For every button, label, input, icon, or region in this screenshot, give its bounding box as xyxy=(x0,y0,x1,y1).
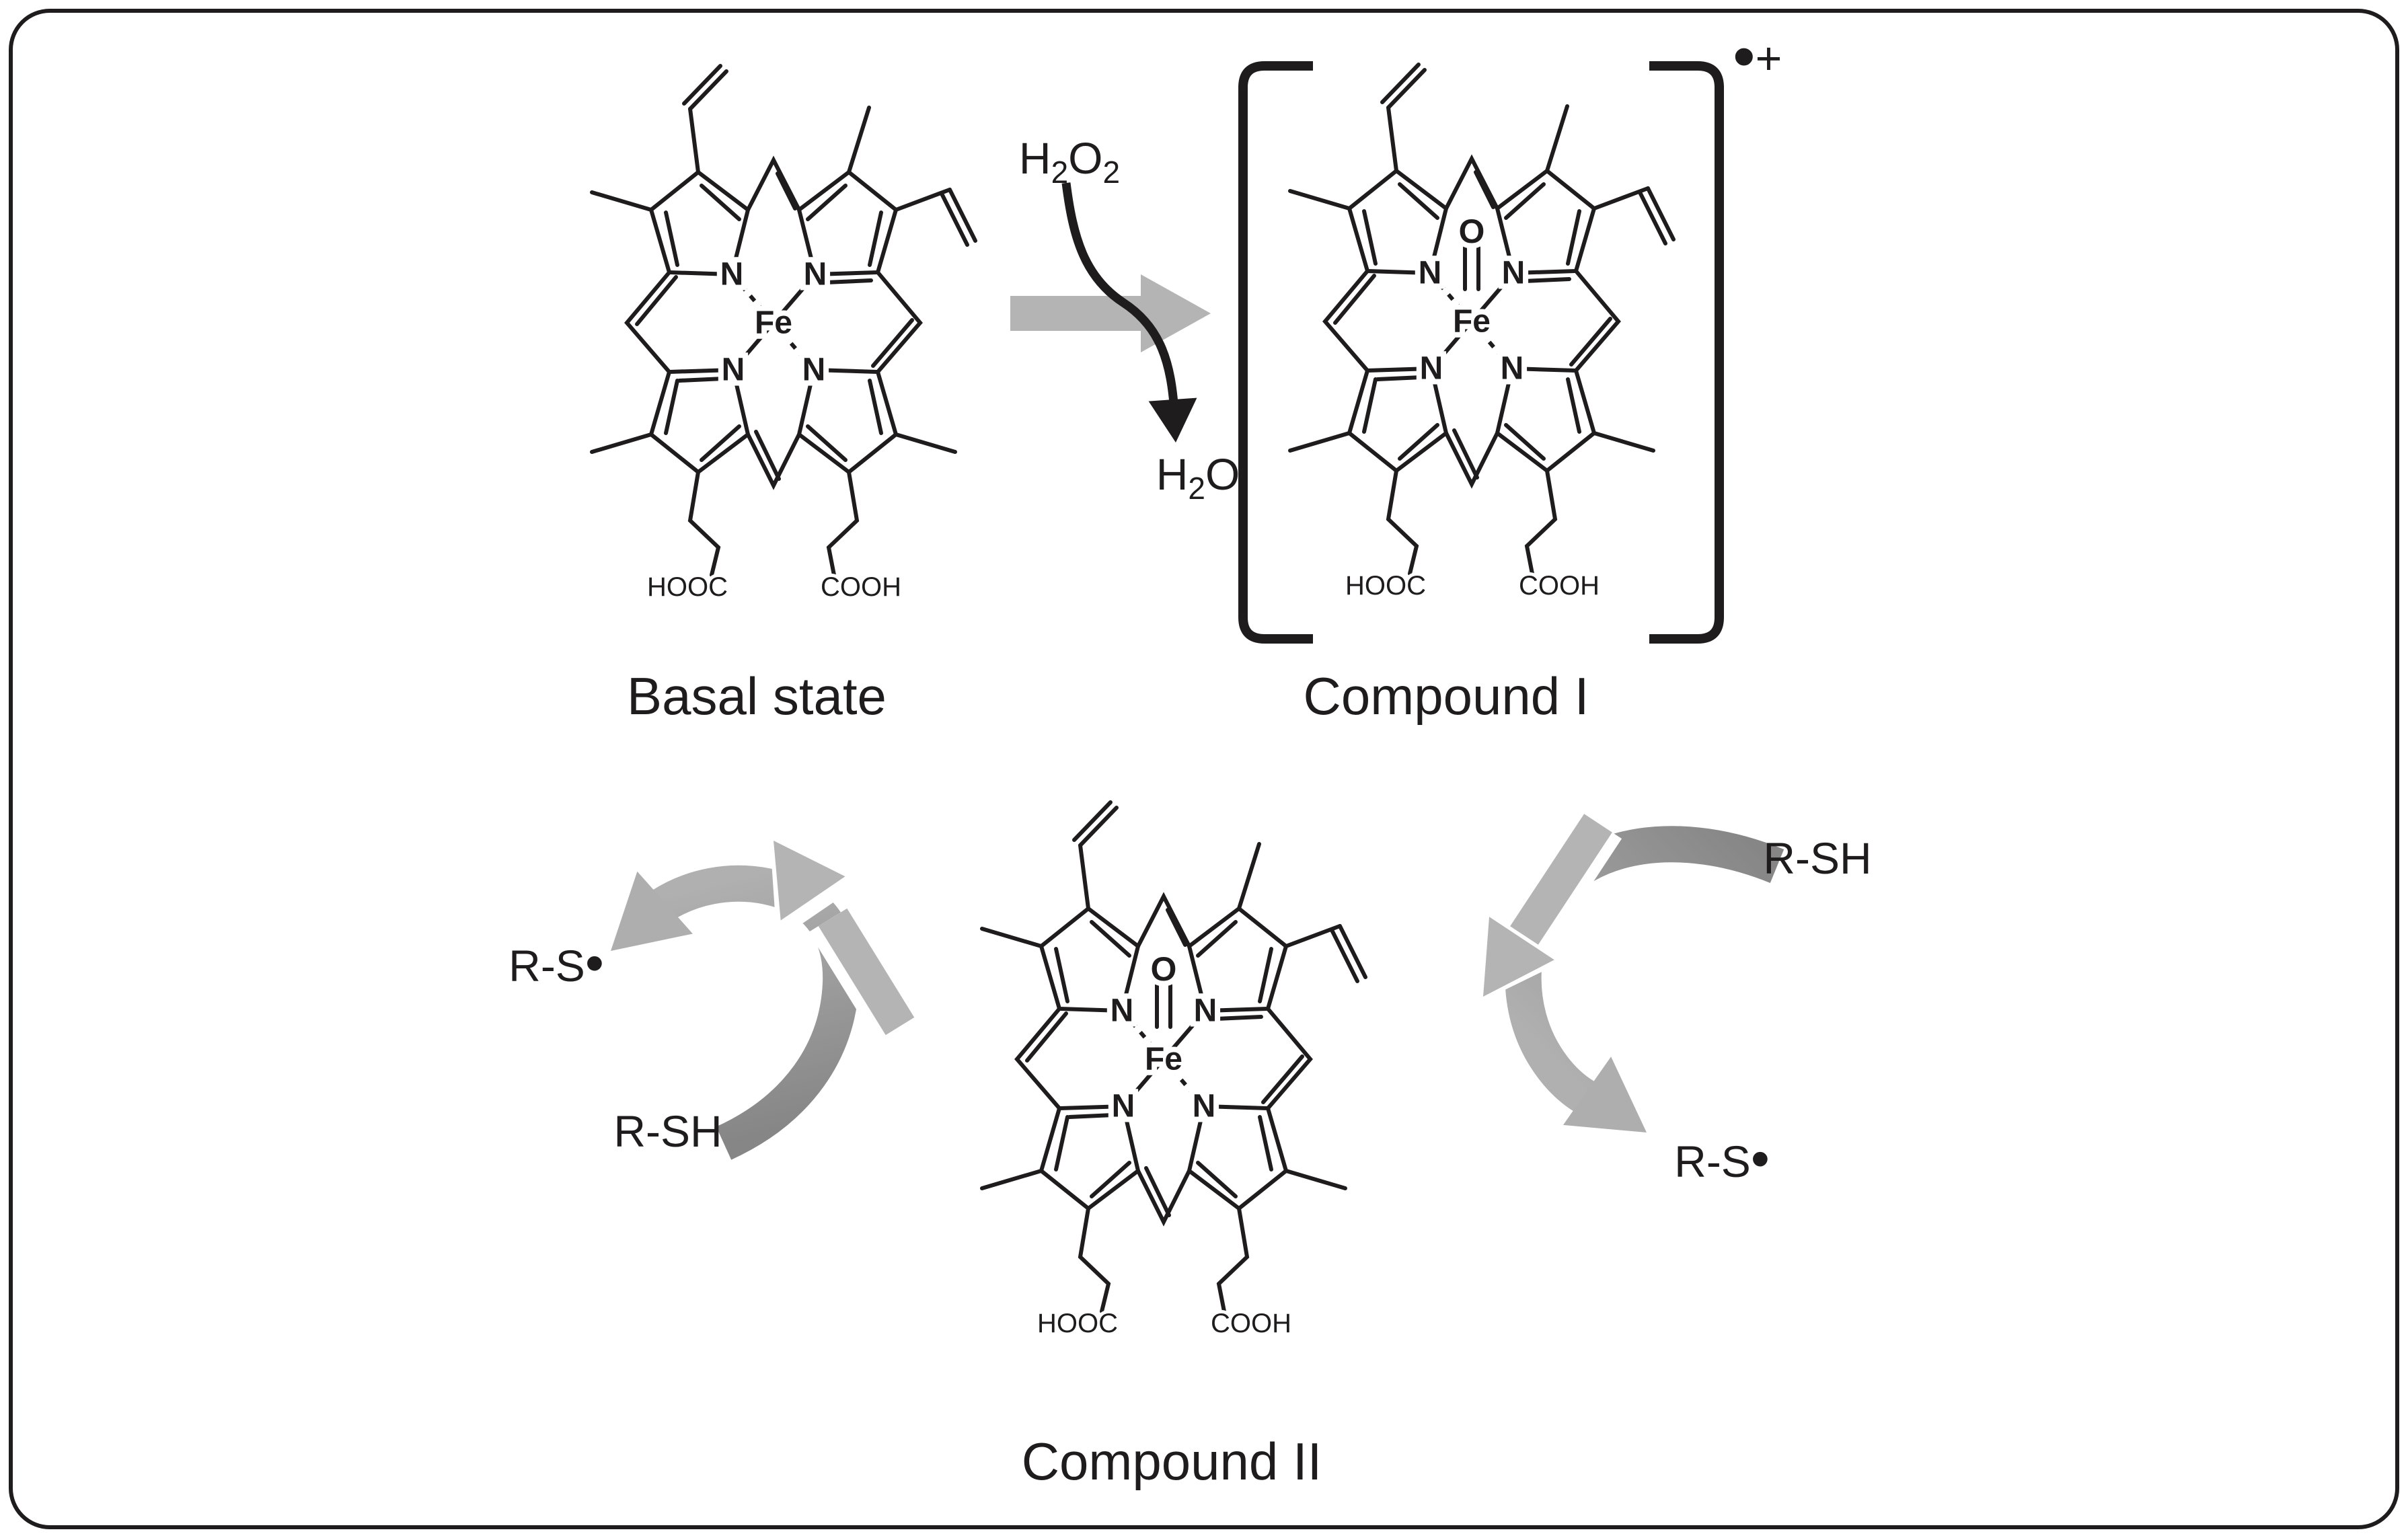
propionate-chains xyxy=(1078,1206,1250,1313)
fe-n-bonds xyxy=(730,273,817,371)
compound1-label: Compound I xyxy=(1304,666,1589,726)
meso-bridges xyxy=(624,155,923,490)
h2o2-label: H2O2 xyxy=(1019,133,1120,190)
nitrogen-atom-label: N xyxy=(804,257,827,293)
vinyl-group-right xyxy=(1592,186,1676,245)
methyl-groups xyxy=(980,842,1347,1190)
right-bracket xyxy=(1649,61,1724,644)
nitrogen-atom-label: N xyxy=(1502,256,1526,291)
heme-basal-state: N N N N Fe HOOC COOH xyxy=(590,64,977,605)
heme-layer: N N N N Fe HOOC COOH xyxy=(590,63,1676,1342)
curved-arrow-rsh-to-rs-left xyxy=(650,865,860,1160)
nitrogen-atom-label: N xyxy=(1193,1089,1216,1124)
heme-compound2: O N N N N Fe HOOC COOH xyxy=(980,800,1367,1342)
straight-arrowhead-compound2-to-basal xyxy=(774,841,845,921)
propionic-acid-label-left: HOOC xyxy=(1037,1309,1118,1338)
vinyl-group-top-left xyxy=(1072,800,1119,911)
vinyl-group-top-left xyxy=(682,64,728,174)
nitrogen-atom-label: N xyxy=(1501,351,1524,387)
propionic-acid-label-left: HOOC xyxy=(647,572,728,602)
propionate-chains xyxy=(1386,469,1558,576)
curved-arrowhead-left xyxy=(611,871,693,951)
oxo-group: O xyxy=(1454,207,1490,291)
left-thiol-reaction-arrows xyxy=(611,835,924,1160)
straight-arrowhead-compound1-to-compound2 xyxy=(1483,917,1554,997)
propionate-chains xyxy=(687,470,860,577)
oxygen-atom-label: O xyxy=(1459,213,1485,250)
propionic-acid-label-right: COOH xyxy=(821,572,901,602)
oxygen-atom-label: O xyxy=(1151,950,1177,988)
nitrogen-atom-label: N xyxy=(1111,993,1134,1029)
methyl-groups xyxy=(590,106,957,454)
oxo-group: O xyxy=(1145,945,1182,1029)
h2o-label: H2O xyxy=(1156,449,1240,506)
compound1-brackets: •+ xyxy=(1238,20,1782,644)
straight-arrow-compound2-to-basal xyxy=(818,908,915,1036)
double-bonds xyxy=(1333,170,1612,479)
gray-arrowhead-basal-to-compound1 xyxy=(1141,274,1211,352)
iron-atom-label: Fe xyxy=(1145,1042,1182,1077)
double-bonds xyxy=(635,171,914,481)
rs-radical-label-left: R-S• xyxy=(509,933,604,993)
vinyl-group-right xyxy=(894,188,977,247)
pyrrole-rings xyxy=(648,169,899,475)
heme-compound1: O N N N N Fe HOOC COOH xyxy=(1288,63,1676,604)
nitrogen-atom-label: N xyxy=(1194,993,1217,1029)
radical-cation-symbol: •+ xyxy=(1733,20,1782,92)
rs-radical-label-right: R-S• xyxy=(1674,1128,1770,1188)
left-bracket xyxy=(1238,61,1313,644)
straight-arrow-compound1-to-compound2 xyxy=(1510,814,1612,945)
fe-n-bonds xyxy=(1120,1009,1207,1108)
rsh-label-right: R-SH xyxy=(1763,833,1871,883)
nitrogen-atom-label: N xyxy=(722,352,745,388)
h2o2-activation-arrows xyxy=(1010,182,1211,443)
nitrogen-atom-label: N xyxy=(1112,1089,1135,1124)
fe-n-bonds xyxy=(1428,272,1515,370)
propionic-acid-label-left: HOOC xyxy=(1345,571,1426,601)
nitrogen-atom-label: N xyxy=(1419,256,1442,291)
curved-arrowhead-right xyxy=(1563,1056,1647,1132)
meso-bridges xyxy=(1014,892,1313,1227)
nitrogen-atom-label: N xyxy=(720,257,744,293)
right-thiol-reaction-arrows xyxy=(1479,807,1784,1132)
figure-border xyxy=(9,9,2399,1529)
pyrrole-rings xyxy=(1039,906,1289,1211)
meso-bridges xyxy=(1322,154,1621,489)
black-curved-arrow-h2o2-to-h2o xyxy=(1061,182,1179,412)
vinyl-group-top-left xyxy=(1380,63,1427,173)
nitrogen-atom-label: N xyxy=(802,352,826,388)
methyl-groups xyxy=(1288,104,1655,453)
vinyl-group-right xyxy=(1284,924,1367,983)
double-bonds xyxy=(1025,908,1304,1217)
rsh-label-left: R-SH xyxy=(613,1106,722,1156)
iron-atom-label: Fe xyxy=(1453,304,1491,340)
propionic-acid-label-right: COOH xyxy=(1211,1309,1291,1338)
compound2-label: Compound II xyxy=(1022,1432,1322,1491)
pyrrole-rings xyxy=(1347,168,1597,473)
black-arrowhead-h2o xyxy=(1148,397,1197,443)
propionic-acid-label-right: COOH xyxy=(1519,571,1600,601)
basal-state-label: Basal state xyxy=(627,666,887,726)
iron-atom-label: Fe xyxy=(755,305,792,341)
nitrogen-atom-label: N xyxy=(1420,351,1443,387)
